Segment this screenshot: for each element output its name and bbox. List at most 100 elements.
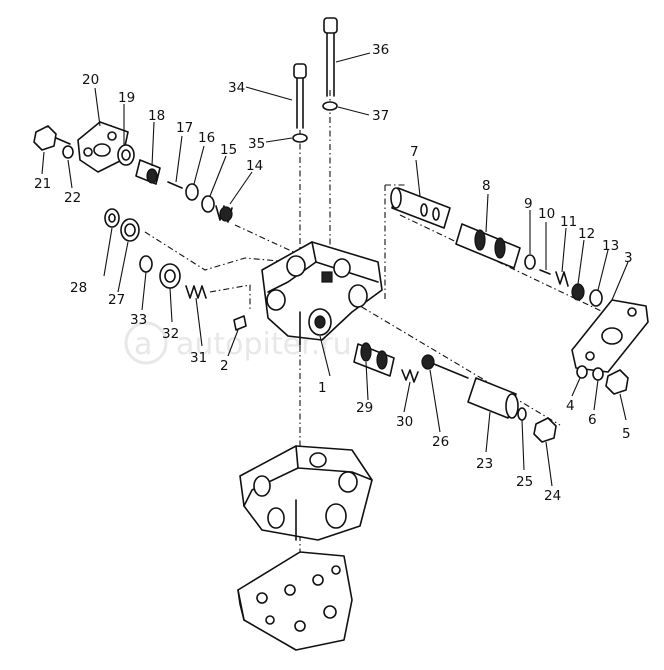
left-stack-guide: [234, 224, 301, 256]
callout-36: 36: [372, 42, 389, 58]
washer-37: [322, 101, 338, 111]
callout-18: 18: [148, 108, 165, 124]
leader-13: [597, 249, 609, 291]
leader-3: [611, 261, 629, 301]
callout-10: 10: [538, 206, 555, 222]
ring-33: [139, 255, 153, 273]
leader-11: [561, 227, 567, 273]
leader-35: [265, 137, 293, 143]
upper-spool-guide: [399, 214, 621, 321]
leader-27: [117, 241, 129, 293]
spring-14: [215, 205, 233, 223]
bolt-21: [33, 125, 71, 151]
left-plug-guide: [144, 231, 291, 271]
spool-29: [353, 342, 395, 377]
callout-6: 6: [588, 412, 597, 428]
leader-14: [229, 171, 253, 205]
leader-12: [577, 239, 585, 285]
washer-6: [592, 367, 604, 381]
callout-15: 15: [220, 142, 237, 158]
pin-10: [539, 269, 551, 275]
callout-31: 31: [190, 350, 207, 366]
rod-26: [421, 354, 469, 379]
bolt-5: [605, 369, 629, 395]
callout-25: 25: [516, 474, 533, 490]
callout-5: 5: [622, 426, 631, 442]
callout-labels: 1 2 3 4 5 6 7 8 9 10 11 12 13 14 15 16 1…: [34, 42, 633, 504]
sleeve-23: [467, 377, 519, 419]
ring-12: [571, 283, 585, 301]
lower-spool-guide: [349, 299, 561, 426]
plug-24: [533, 417, 557, 443]
pin-2: [233, 315, 247, 331]
valve-body-1: [261, 241, 383, 346]
callout-20: 20: [82, 72, 99, 88]
ring-16: [185, 183, 199, 201]
callout-14: 14: [246, 158, 263, 174]
callout-27: 27: [108, 292, 125, 308]
callout-7: 7: [410, 144, 419, 160]
callout-11: 11: [560, 214, 577, 230]
callout-34: 34: [228, 80, 245, 96]
leader-17: [175, 135, 183, 183]
leader-32: [169, 287, 173, 323]
leader-24: [545, 441, 553, 487]
callout-33: 33: [130, 312, 147, 328]
callout-19: 19: [118, 90, 135, 106]
leader-8: [485, 193, 489, 233]
callout-32: 32: [162, 326, 179, 342]
ring-9: [524, 254, 536, 270]
base-plate: [237, 551, 353, 651]
leader-18: [151, 121, 155, 167]
cover-3: [571, 299, 649, 373]
ring-25: [517, 407, 527, 421]
piston-18: [135, 159, 161, 185]
callout-28: 28: [70, 280, 87, 296]
spring-11: [555, 271, 569, 287]
callout-26: 26: [432, 434, 449, 450]
callout-9: 9: [524, 196, 533, 212]
callout-30: 30: [396, 414, 413, 430]
callout-23: 23: [476, 456, 493, 472]
callout-4: 4: [566, 398, 575, 414]
leader-2: [227, 329, 239, 357]
washer-35: [292, 133, 308, 143]
callout-35: 35: [248, 136, 265, 152]
assembly-guides: [144, 90, 621, 560]
leader-23: [485, 411, 491, 453]
leader-21: [41, 151, 45, 175]
bolt-36: [323, 17, 338, 97]
callout-1: 1: [318, 380, 327, 396]
bolt-34: [293, 63, 307, 129]
leader-1: [319, 335, 331, 377]
spool-7-guide: [384, 184, 405, 300]
leader-15: [209, 155, 227, 197]
leader-30: [403, 381, 411, 413]
leader-lines: [41, 52, 629, 487]
seal-32: [159, 263, 181, 289]
leader-26: [429, 369, 441, 433]
watermark-logo-letter: a: [134, 327, 152, 362]
leader-6: [593, 379, 599, 411]
callout-8: 8: [482, 178, 491, 194]
washer-22: [62, 145, 74, 159]
callout-24: 24: [544, 488, 561, 504]
leader-34: [245, 86, 293, 101]
leader-22: [67, 159, 73, 189]
ring-28: [104, 208, 120, 228]
ring-15: [201, 195, 215, 213]
callout-2: 2: [220, 358, 229, 374]
callout-17: 17: [176, 120, 193, 136]
spring-31: [185, 285, 207, 299]
callout-13: 13: [602, 238, 619, 254]
callout-29: 29: [356, 400, 373, 416]
lower-left-guide: [209, 284, 251, 310]
callout-12: 12: [578, 226, 595, 242]
spool-7: [390, 187, 451, 229]
callout-21: 21: [34, 176, 51, 192]
seal-13: [589, 289, 603, 307]
leader-20: [94, 87, 101, 127]
spring-30: [401, 369, 419, 383]
leader-29: [365, 361, 369, 401]
